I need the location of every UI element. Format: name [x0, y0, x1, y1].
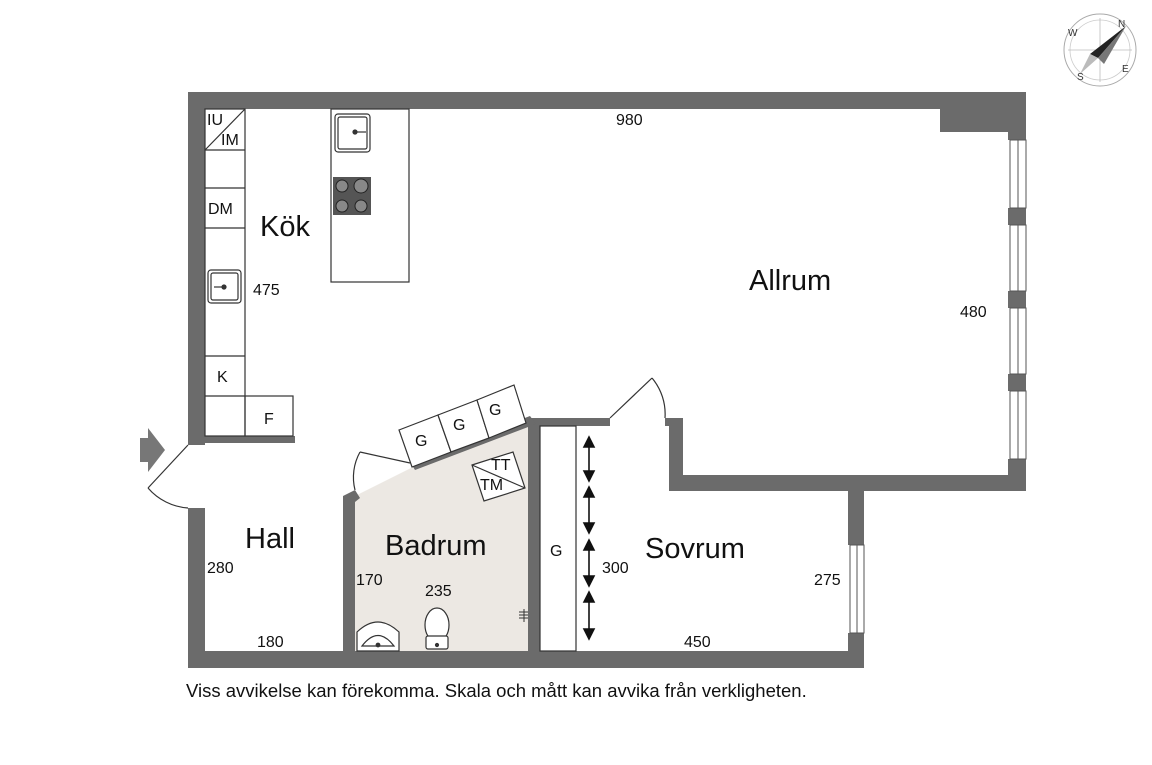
kitchen-counter — [204, 108, 294, 437]
kitchen-sink-icon — [207, 269, 242, 304]
towel-rail-icon — [519, 609, 528, 622]
doors — [147, 377, 666, 509]
wardrobes-diagonal — [398, 384, 527, 468]
fixture-im: IM — [221, 132, 239, 149]
dim-badrum-width: 235 — [425, 583, 452, 600]
dim-hall-width: 180 — [257, 634, 284, 651]
fixture-dm: DM — [208, 201, 233, 218]
dim-badrum-height: 170 — [356, 572, 383, 589]
windows-right — [849, 139, 1027, 634]
toilet-icon — [424, 607, 450, 650]
fixture-tt: TT — [491, 457, 511, 474]
room-label-hall: Hall — [245, 523, 295, 555]
fixture-tm: TM — [480, 477, 503, 494]
walls — [188, 92, 1026, 668]
entrance-arrow-icon — [140, 428, 165, 472]
room-label-kok: Kök — [260, 211, 310, 243]
kitchen-island — [330, 108, 410, 283]
room-label-allrum: Allrum — [749, 265, 831, 297]
dim-sovrum-width: 450 — [684, 634, 711, 651]
compass-w: W — [1068, 28, 1078, 39]
fixture-g-closet: G — [550, 543, 562, 560]
dim-hall-height: 280 — [207, 560, 234, 577]
washer-dryer — [471, 451, 526, 502]
fixture-g-1: G — [415, 433, 427, 450]
island-sink-icon — [334, 113, 371, 153]
dim-allrum-width: 980 — [616, 112, 643, 129]
bathroom-diagonal-wall-left — [343, 490, 360, 502]
dim-allrum-height: 480 — [960, 304, 987, 321]
room-label-sovrum: Sovrum — [645, 533, 745, 565]
compass-s: S — [1077, 72, 1084, 83]
sovrum-closet — [539, 425, 577, 652]
fixture-g-3: G — [489, 402, 501, 419]
dim-kok-height: 475 — [253, 282, 280, 299]
fixture-g-2: G — [453, 417, 465, 434]
disclaimer-text: Viss avvikelse kan förekomma. Skala och … — [186, 680, 807, 701]
dim-sovrum-closet-width: 300 — [602, 560, 629, 577]
room-label-badrum: Badrum — [385, 530, 487, 562]
cooktop-icon — [333, 177, 371, 215]
compass-n: N — [1118, 19, 1125, 30]
washbasin-icon — [356, 621, 400, 652]
compass-e: E — [1122, 64, 1129, 75]
fixture-f: F — [264, 411, 274, 428]
fixture-k: K — [217, 369, 228, 386]
dim-sovrum-height: 275 — [814, 572, 841, 589]
compass-icon: N W S E — [1063, 13, 1137, 87]
fixture-iu: IU — [207, 112, 223, 129]
closet-arrows — [582, 435, 596, 641]
